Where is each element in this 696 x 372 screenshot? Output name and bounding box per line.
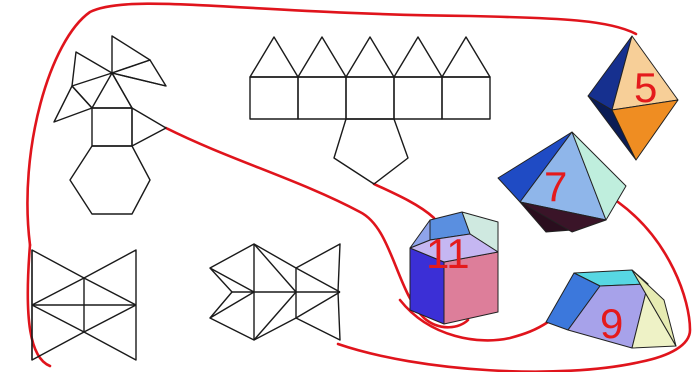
pyramid-face-mint [571,131,627,221]
net-fold-line [253,291,297,341]
net-roof-triangle-1 [249,36,299,78]
net-fold-line [31,277,85,306]
net-triangle-strip-outline [209,243,341,341]
net-fold-line [209,267,255,293]
net-triangle-upper-left [71,51,113,87]
net-fold-line [83,277,137,306]
triangular-bipyramid-solid [587,35,679,161]
net-fold-line [295,291,341,319]
cupola-solid [409,211,499,325]
net-rectangle-3 [345,76,395,120]
bowtie-triangle-net [31,249,137,361]
bipyramid-number-label: 5 [634,64,657,111]
outer-loop-connector [26,2,638,247]
net-triangle-far-top [111,35,151,74]
net-rectangle-1 [249,76,299,120]
pentagonal-pyramid-solid [497,131,627,233]
hexagon-square-net [53,35,167,215]
cupola-number-label: 11 [426,230,470,277]
net-fold-line [253,243,297,293]
net-fold-line [31,304,85,333]
cupola-top-side [409,219,431,249]
net-roof-triangle-3 [345,36,395,78]
net-fold-line [83,304,137,333]
bipyramid-face-orange-lower [611,99,679,161]
net-rectangle-2 [297,76,347,120]
net-rectangle-5 [441,76,491,120]
wedge-solid [545,269,677,349]
lower-left-connector [26,243,52,368]
net-fold-line [71,85,93,109]
net-triangle-left [53,85,93,123]
net-pentagon [333,118,409,185]
pentagonal-prism-net [249,36,491,185]
net-roof-triangle-4 [393,36,443,78]
wedge-number-label: 9 [600,300,623,347]
cupola-to-wedge-connector [398,298,550,342]
net-fold-line [295,267,341,293]
net-fold-line [209,291,255,319]
bottom-loop-connector [336,200,692,372]
net-triangle-right [131,107,167,147]
pentagon-net-to-cupola-connector [372,182,436,220]
wedge-face-cream-right [631,269,677,347]
triangle-strip-net [209,243,341,341]
net-roof-triangle-2 [297,36,347,78]
net-square [91,107,133,147]
pyramid-number-label: 7 [544,163,567,210]
net-hexagon [69,145,151,215]
hexagon-net-to-cupola-connector [164,126,470,329]
pyramid-base-shadow [519,201,607,233]
net-fold-line [111,72,133,109]
net-roof-triangle-5 [441,36,491,78]
net-rectangle-4 [393,76,443,120]
net-fold-line [111,72,167,87]
